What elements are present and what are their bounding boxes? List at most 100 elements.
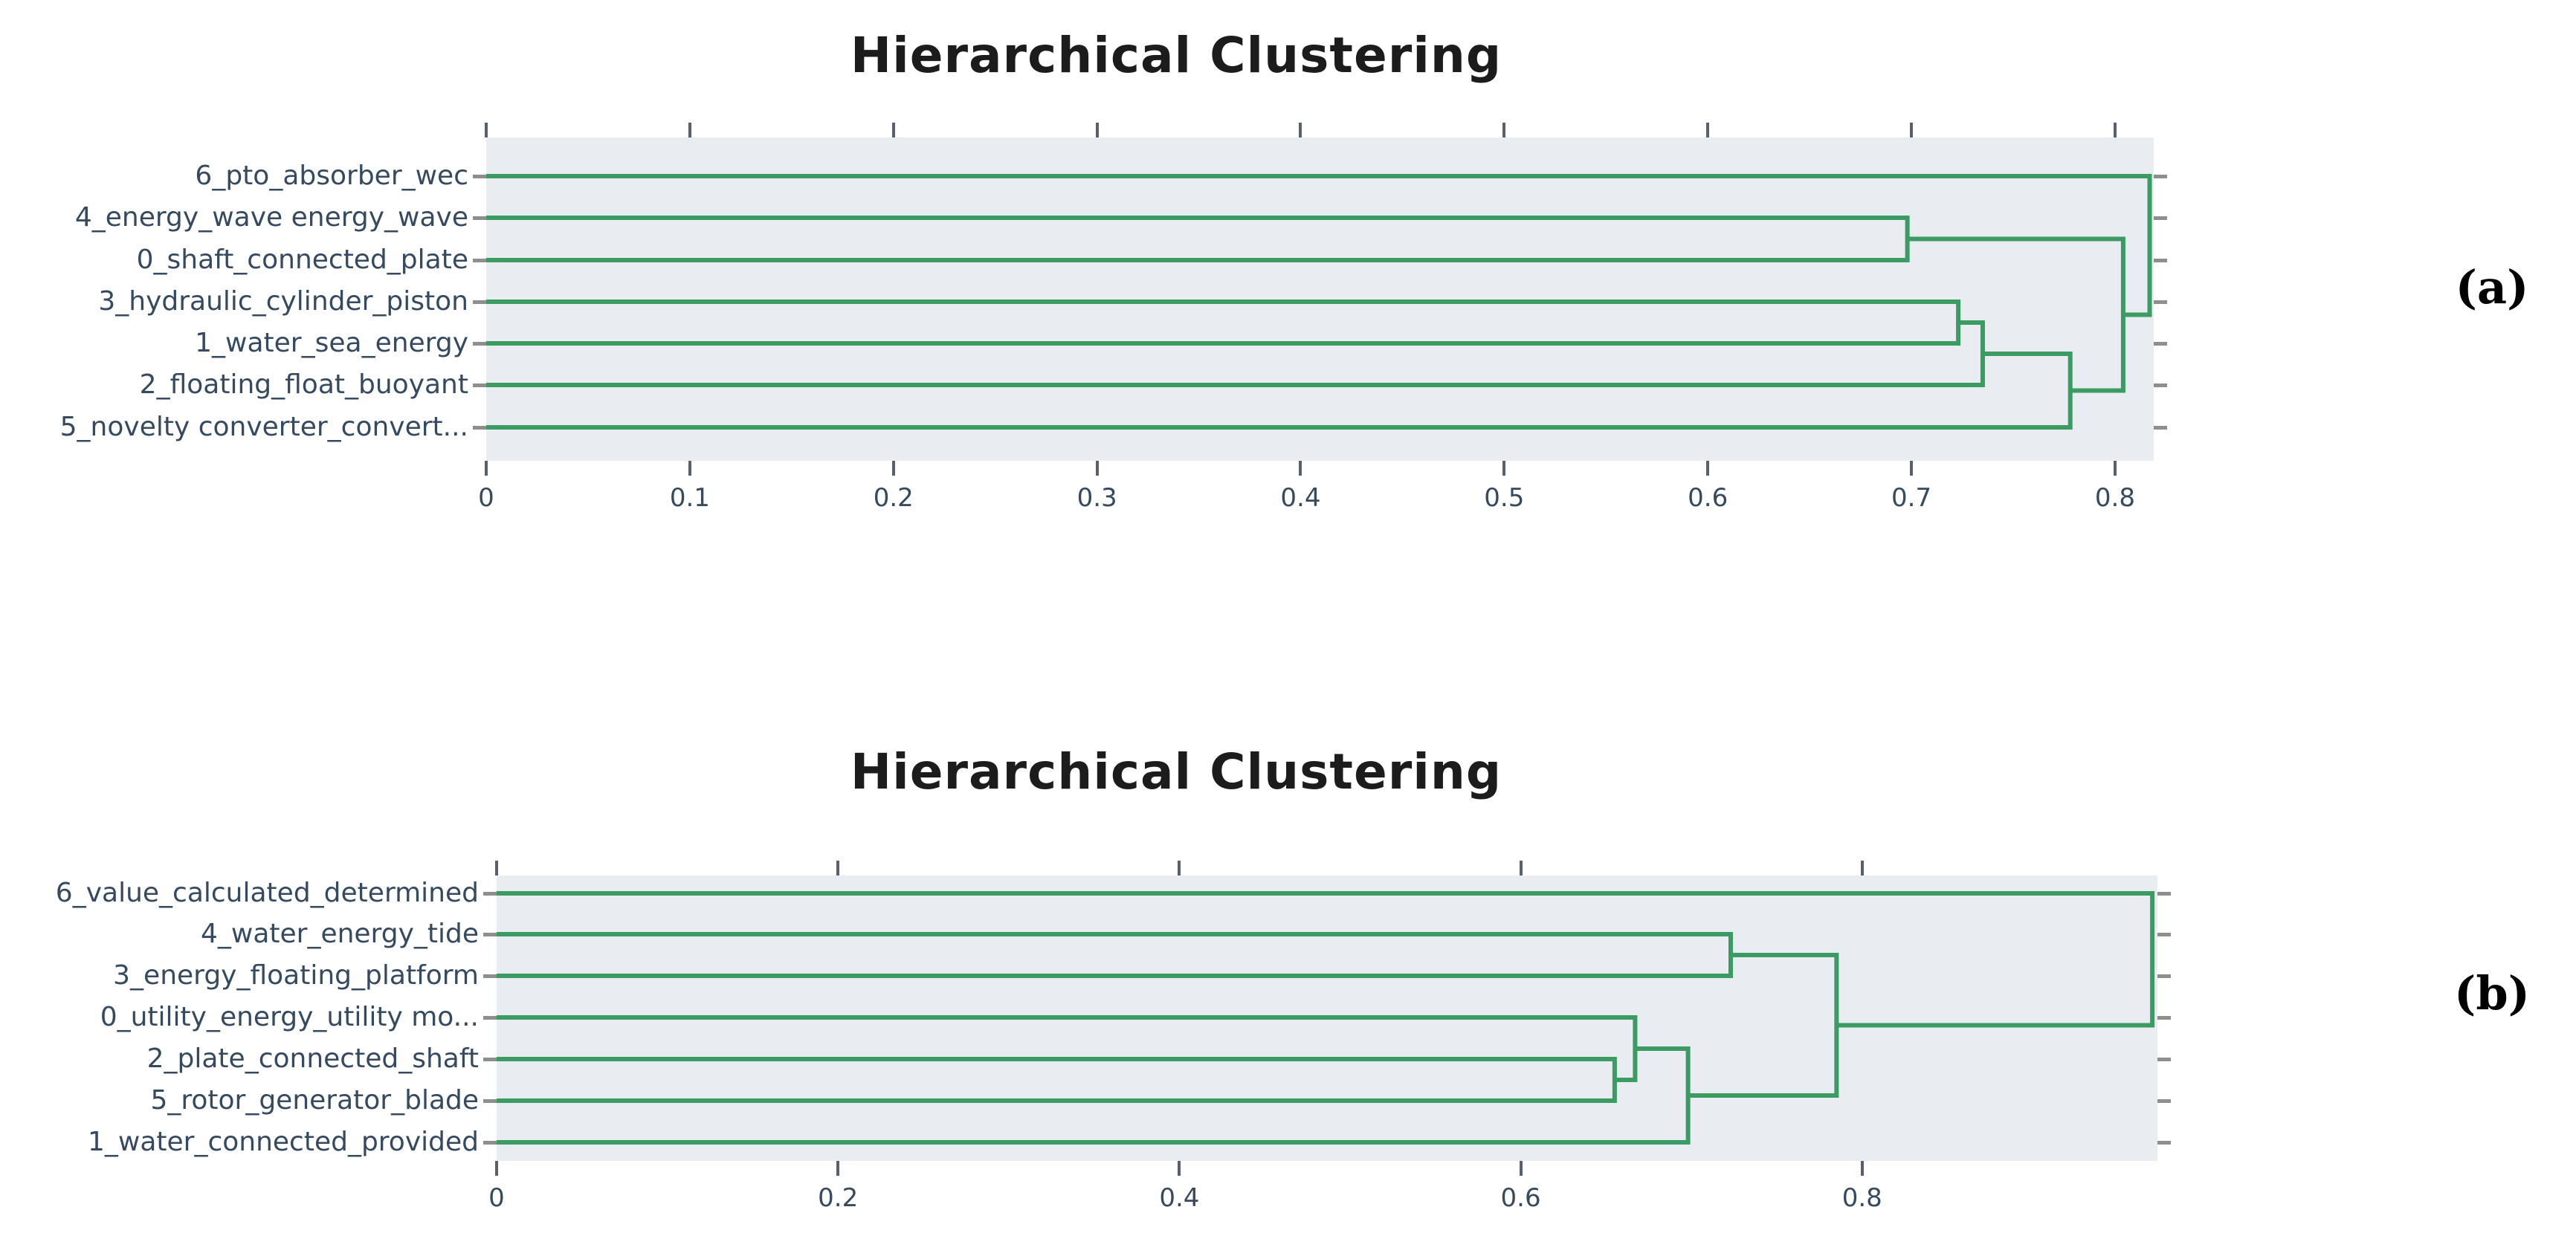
leaf-tick-right xyxy=(2154,175,2167,178)
leaf-tick-left xyxy=(473,259,486,262)
x-tick-top xyxy=(2113,123,2117,137)
dendrogram-link xyxy=(497,891,2155,1028)
x-tick-bottom xyxy=(1519,1161,1523,1176)
leaf-label: 6_value_calculated_determined xyxy=(55,878,479,908)
leaf-tick-left xyxy=(483,974,497,978)
x-tick-top xyxy=(485,123,488,137)
leaf-tick-right xyxy=(2154,426,2167,430)
x-tick-label: 0.8 xyxy=(1841,1183,1882,1213)
x-tick-label: 0.8 xyxy=(2094,483,2135,513)
x-tick-bottom xyxy=(495,1161,498,1176)
leaf-label: 4_energy_wave energy_wave xyxy=(74,202,468,233)
x-tick-top xyxy=(1178,861,1181,876)
x-tick-top xyxy=(836,861,840,876)
leaf-tick-right xyxy=(2157,1016,2171,1020)
x-tick-top xyxy=(688,123,691,137)
leaf-label: 5_rotor_generator_blade xyxy=(150,1085,479,1116)
panel-label-b: (b) xyxy=(2453,966,2531,1020)
x-tick-label: 0.1 xyxy=(669,483,710,513)
x-tick-bottom xyxy=(1502,461,1506,476)
leaf-tick-left xyxy=(483,892,497,896)
leaf-tick-right xyxy=(2157,1141,2171,1145)
leaf-label: 0_utility_energy_utility mo... xyxy=(100,1002,479,1032)
leaf-label: 1_water_connected_provided xyxy=(87,1127,479,1157)
dendrogram-svg xyxy=(497,891,2155,1145)
x-tick-bottom xyxy=(1095,461,1099,476)
dendrogram-link xyxy=(486,352,2073,430)
x-tick-top xyxy=(1299,123,1302,137)
leaf-tick-left xyxy=(473,383,486,387)
x-tick-label: 0.2 xyxy=(873,483,914,513)
x-tick-bottom xyxy=(836,1161,840,1176)
dendrogram-link xyxy=(486,300,1961,346)
x-tick-top xyxy=(495,861,498,876)
leaf-tick-left xyxy=(483,1058,497,1061)
plot-area xyxy=(497,876,2157,1161)
x-tick-label: 0.4 xyxy=(1159,1183,1200,1213)
leaf-tick-left xyxy=(483,1016,497,1020)
leaf-tick-right xyxy=(2154,300,2167,304)
x-tick-top xyxy=(1860,861,1864,876)
x-tick-top xyxy=(891,123,895,137)
chart-title-a: Hierarchical Clustering xyxy=(850,27,1502,84)
leaf-label: 6_pto_absorber_wec xyxy=(195,161,468,191)
x-tick-bottom xyxy=(688,461,691,476)
leaf-label: 0_shaft_connected_plate xyxy=(136,245,468,275)
leaf-tick-left xyxy=(473,300,486,304)
leaf-tick-left xyxy=(473,342,486,346)
x-tick-bottom xyxy=(2113,461,2117,476)
x-tick-bottom xyxy=(1910,461,1914,476)
leaf-label: 2_plate_connected_shaft xyxy=(146,1043,479,1074)
x-tick-bottom xyxy=(1860,1161,1864,1176)
x-tick-label: 0.3 xyxy=(1076,483,1117,513)
leaf-tick-left xyxy=(473,426,486,430)
x-tick-top xyxy=(1706,123,1710,137)
leaf-tick-right xyxy=(2157,974,2171,978)
x-tick-top xyxy=(1519,861,1523,876)
leaf-label: 5_novelty converter_convert... xyxy=(59,412,468,442)
x-tick-label: 0 xyxy=(478,483,494,513)
x-tick-label: 0.4 xyxy=(1280,483,1321,513)
dendrogram-link xyxy=(486,174,2152,317)
leaf-label: 1_water_sea_energy xyxy=(195,328,468,358)
dendrogram-link xyxy=(1907,236,2125,393)
leaf-tick-left xyxy=(473,175,486,178)
x-tick-bottom xyxy=(891,461,895,476)
dendrogram-link xyxy=(497,1015,1638,1082)
leaf-tick-right xyxy=(2157,892,2171,896)
dendrogram-link xyxy=(497,1046,1691,1145)
dendrogram-link xyxy=(486,216,1910,262)
leaf-tick-left xyxy=(483,1099,497,1103)
x-tick-bottom xyxy=(485,461,488,476)
leaf-tick-right xyxy=(2154,216,2167,220)
leaf-tick-right xyxy=(2157,933,2171,936)
plot-area xyxy=(486,137,2154,461)
chart-title-b: Hierarchical Clustering xyxy=(850,743,1502,800)
x-tick-bottom xyxy=(1706,461,1710,476)
leaf-label: 2_floating_float_buoyant xyxy=(139,369,468,400)
leaf-tick-right xyxy=(2157,1058,2171,1061)
x-tick-label: 0.6 xyxy=(1500,1183,1541,1213)
x-tick-label: 0 xyxy=(488,1183,505,1213)
leaf-tick-right xyxy=(2154,383,2167,387)
x-tick-label: 0.5 xyxy=(1484,483,1525,513)
dendrogram-link xyxy=(486,320,1985,387)
x-tick-label: 0.6 xyxy=(1688,483,1728,513)
panel-label-a: (a) xyxy=(2455,260,2529,314)
leaf-label: 3_hydraulic_cylinder_piston xyxy=(98,286,468,317)
x-tick-bottom xyxy=(1299,461,1302,476)
dendrogram-link xyxy=(1688,953,1839,1098)
leaf-tick-right xyxy=(2157,1099,2171,1103)
leaf-tick-right xyxy=(2154,342,2167,346)
x-tick-top xyxy=(1502,123,1506,137)
leaf-tick-left xyxy=(473,216,486,220)
dendrogram-link xyxy=(497,932,1733,978)
x-tick-label: 0.2 xyxy=(818,1183,859,1213)
leaf-label: 3_energy_floating_platform xyxy=(113,960,479,991)
x-tick-bottom xyxy=(1178,1161,1181,1176)
leaf-tick-left xyxy=(483,1141,497,1145)
x-tick-top xyxy=(1095,123,1099,137)
x-tick-label: 0.7 xyxy=(1891,483,1932,513)
x-tick-top xyxy=(1910,123,1914,137)
